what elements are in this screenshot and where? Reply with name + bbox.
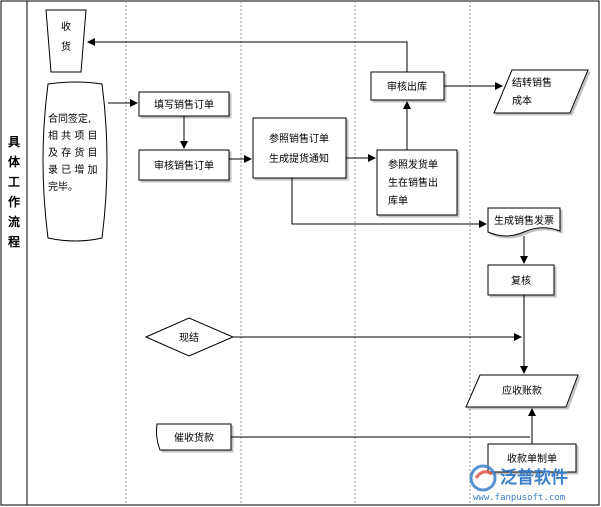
svg-text:生成销售发票: 生成销售发票 (494, 214, 554, 227)
node-receive-goods: 收 货 (45, 9, 87, 73)
node-contract-note: 合同签定, 相 共 项 目 及 存 货 目 录 已 增 加 完毕。 (42, 81, 108, 242)
connectors (87, 38, 536, 444)
svg-text:生在销售出: 生在销售出 (388, 176, 438, 189)
svg-text:审核出库: 审核出库 (387, 80, 427, 93)
node-transfer-cost: 结转销售 成本 (493, 69, 589, 114)
svg-text:及 存 货 目: 及 存 货 目 (48, 146, 98, 159)
svg-text:生成提货通知: 生成提货通知 (269, 152, 329, 165)
node-fill-order: 填写销售订单 (138, 91, 230, 117)
node-review-outbound: 审核出库 (370, 71, 445, 101)
node-receivable: 应收账款 (465, 374, 579, 408)
side-label-char: 作 (8, 194, 20, 209)
svg-text:参照发货单: 参照发货单 (388, 158, 438, 171)
node-collect-payment: 催收货款 (155, 423, 232, 451)
watermark-brand: 泛普软件 (500, 467, 568, 488)
side-label-char: 具 (8, 135, 20, 149)
side-label-char: 程 (8, 234, 20, 249)
svg-text:复核: 复核 (511, 274, 531, 287)
node-cash-settle: 现结 (144, 317, 235, 357)
svg-text:催收货款: 催收货款 (174, 431, 214, 444)
node-ref-delivery: 参照发货单 生在销售出 库单 (376, 149, 458, 216)
svg-text:现结: 现结 (179, 331, 199, 344)
svg-text:结转销售: 结转销售 (512, 76, 552, 89)
svg-text:库单: 库单 (388, 194, 408, 207)
svg-text:参照销售订单: 参照销售订单 (269, 132, 329, 145)
watermark-logo: 泛普软件 www.fanpusoft.com (469, 464, 568, 503)
node-gen-invoice: 生成销售发票 (487, 207, 561, 237)
svg-text:收款单制单: 收款单制单 (507, 452, 557, 465)
arrow-ref-to-invoice (291, 178, 487, 228)
svg-text:相 共 项 目: 相 共 项 目 (48, 129, 98, 142)
watermark-url: www.fanpusoft.com (473, 493, 565, 503)
lane-dividers (125, 1, 471, 505)
svg-text:完毕。: 完毕。 (48, 180, 78, 193)
logo-mark-icon (469, 464, 497, 492)
node-review-order: 审核销售订单 (138, 149, 230, 181)
arrow-outbound-to-receive (87, 38, 408, 72)
svg-text:收: 收 (61, 20, 71, 33)
side-label-char: 流 (8, 214, 20, 229)
side-label-char: 体 (8, 154, 21, 169)
node-recheck: 复核 (487, 264, 555, 296)
svg-text:成本: 成本 (512, 94, 532, 107)
node-ref-order: 参照销售订单 生成提货通知 (252, 117, 347, 179)
svg-text:货: 货 (61, 40, 71, 53)
svg-text:审核销售订单: 审核销售订单 (154, 159, 214, 172)
svg-text:合同签定,: 合同签定, (48, 112, 91, 125)
svg-text:应收账款: 应收账款 (502, 384, 542, 397)
side-label-char: 工 (8, 175, 20, 189)
svg-text:填写销售订单: 填写销售订单 (154, 98, 214, 111)
side-label: 具 体 工 作 流 程 (8, 135, 21, 249)
svg-text:录 已 增 加: 录 已 增 加 (48, 163, 98, 176)
node-receipt-voucher: 收款单制单 (487, 443, 577, 473)
